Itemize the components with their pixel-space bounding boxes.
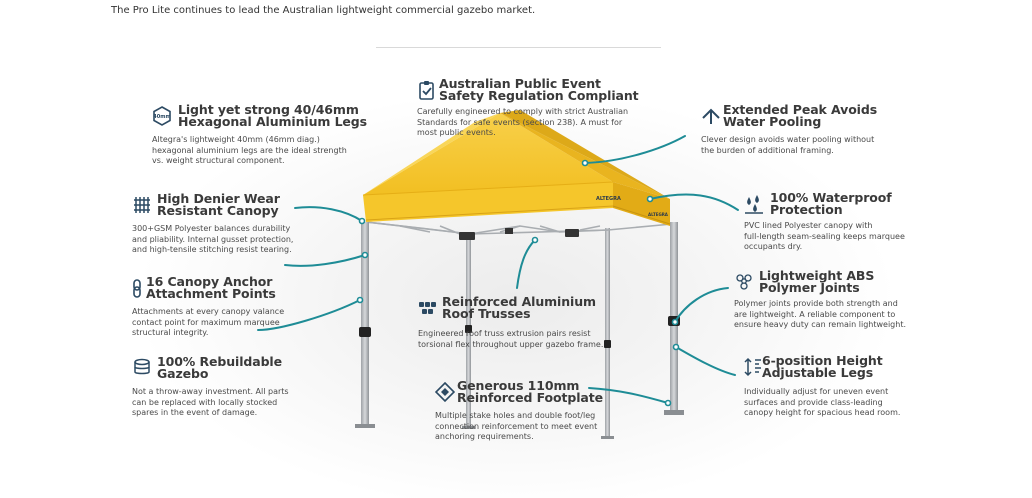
brand-logo-side: ALTEGRA — [648, 212, 669, 217]
brand-logo-front: ALTEGRA — [596, 196, 621, 202]
back-right-leg — [605, 228, 610, 438]
roof-truss — [365, 221, 673, 235]
water-drops-icon — [745, 195, 763, 214]
truss-joint-2 — [565, 229, 579, 237]
clipboard-check-icon — [419, 81, 434, 100]
canopy — [362, 110, 671, 226]
footplate-icon — [435, 382, 455, 402]
chain-link-icon — [133, 279, 141, 298]
polymer-joint-icon — [736, 274, 752, 290]
divider — [376, 47, 661, 48]
intro-text: The Pro Lite continues to lead the Austr… — [111, 5, 536, 16]
front-left-footplate — [355, 424, 375, 428]
truss-icon — [419, 302, 436, 314]
height-adjust-icon — [744, 357, 761, 377]
hexagon-40mm-icon: 40mm — [153, 106, 171, 126]
connector-dots — [356, 159, 680, 407]
svg-text:40mm: 40mm — [153, 114, 170, 120]
connector-lines — [257, 135, 739, 404]
peak-arrow-icon — [702, 108, 720, 124]
truss-joint — [459, 232, 475, 240]
left-leg-slider — [359, 327, 371, 337]
front-left-leg — [361, 222, 369, 427]
feature-desc-line: Altegra's lightweight 40mm (46mm diag.) — [152, 135, 320, 144]
rebuild-stack-icon — [134, 358, 150, 375]
front-right-footplate — [664, 410, 684, 415]
fabric-weave-icon — [134, 197, 150, 213]
